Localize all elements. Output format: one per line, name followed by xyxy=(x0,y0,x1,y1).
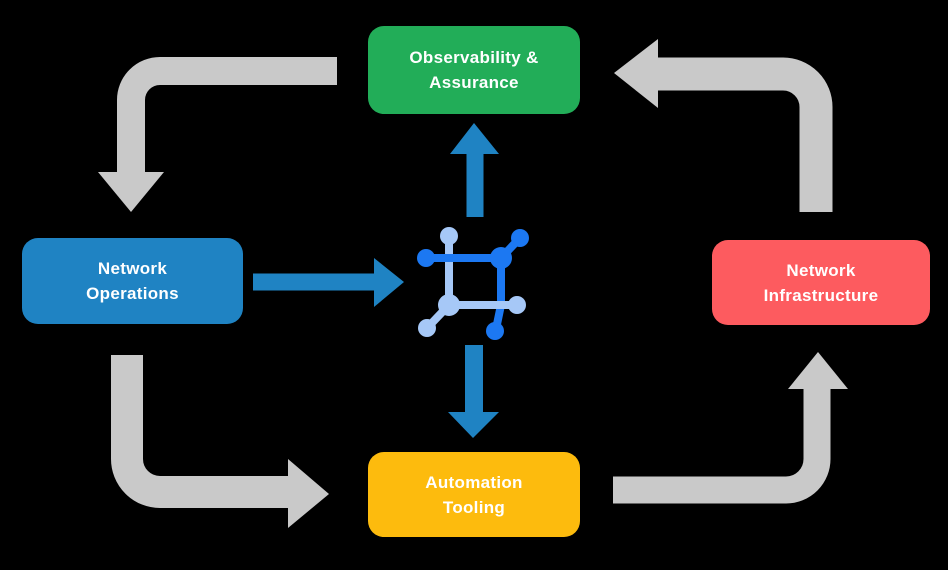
arrow-center-to-observability xyxy=(450,123,499,217)
icon-dot-right xyxy=(508,296,526,314)
node-label-line: Observability & xyxy=(409,48,539,67)
arrow-operations-to-automation xyxy=(111,355,329,528)
node-network-operations: Network Operations xyxy=(22,238,243,324)
node-label-line: Assurance xyxy=(429,73,519,92)
arrow-automation-to-infrastructure xyxy=(613,352,848,504)
node-label-line: Tooling xyxy=(442,497,506,517)
node-automation-tooling: Automation Tooling xyxy=(368,452,580,537)
icon-dot-bottom xyxy=(486,322,504,340)
node-label-line: Network xyxy=(97,259,168,278)
icon-dot-top xyxy=(440,227,458,245)
icon-dot-left xyxy=(417,249,435,267)
arrow-shaft xyxy=(613,389,831,504)
arrow-head xyxy=(98,172,164,212)
arrow-center-to-automation xyxy=(448,345,499,438)
arrow-shaft xyxy=(111,355,288,508)
icon-dot-top-right xyxy=(511,229,529,247)
node-label-line: Network xyxy=(786,260,856,280)
node-label-line: Operations xyxy=(86,284,179,303)
arrow-operations-to-center xyxy=(253,258,404,307)
node-network-infrastructure: Network Infrastructure xyxy=(712,240,930,325)
arrow-shaft xyxy=(658,57,833,212)
arrow-infrastructure-to-observability xyxy=(614,39,833,212)
node-observability-assurance: Observability & Assurance xyxy=(368,26,580,114)
arrow-head xyxy=(788,352,848,389)
icon-dot-bottom-left xyxy=(418,319,436,337)
arrow-observability-to-operations xyxy=(98,57,337,212)
arrow-head xyxy=(374,258,404,307)
icon-node-top-right-corner xyxy=(490,247,512,269)
arrow-head xyxy=(288,459,329,528)
arrow-shaft xyxy=(117,57,337,173)
network-automation-hub-icon xyxy=(417,227,529,340)
arrow-head xyxy=(450,123,499,154)
arrow-head xyxy=(448,412,499,438)
arrow-head xyxy=(614,39,658,108)
node-label-line: Automation xyxy=(425,472,523,492)
node-label-line: Infrastructure xyxy=(763,285,879,305)
